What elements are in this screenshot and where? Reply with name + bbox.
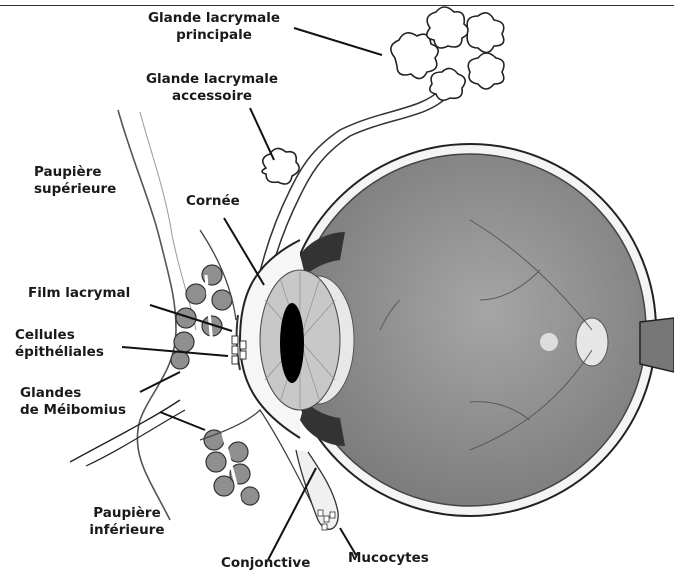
label-epithelial-cells-line1: Cellules — [15, 327, 104, 344]
optic-disc — [576, 318, 608, 366]
label-cornea: Cornée — [186, 193, 240, 210]
label-meibomian-glands-line1: Glandes — [20, 385, 126, 402]
optic-nerve — [640, 318, 674, 372]
label-meibomian-glands-line2: de Méibomius — [20, 402, 126, 419]
lower-meibomian-gland — [204, 430, 259, 505]
label-main-lacrimal-gland: Glande lacrymale principale — [146, 10, 282, 44]
label-lower-eyelid-line1: Paupière — [82, 505, 172, 522]
label-upper-eyelid: Paupière supérieure — [34, 164, 116, 198]
accessory-lacrimal-gland — [262, 148, 299, 184]
label-accessory-lacrimal-gland-line1: Glande lacrymale — [144, 71, 280, 88]
label-lower-eyelid: Paupière inférieure — [82, 505, 172, 539]
macula — [540, 333, 558, 351]
label-epithelial-cells: Cellules épithéliales — [15, 327, 104, 361]
label-main-lacrimal-gland-line1: Glande lacrymale — [146, 10, 282, 27]
eyelid-skin-outline — [118, 110, 176, 520]
label-tear-film: Film lacrymal — [28, 285, 130, 302]
label-conjunctiva: Conjonctive — [221, 555, 310, 572]
label-accessory-lacrimal-gland-line2: accessoire — [144, 88, 280, 105]
label-main-lacrimal-gland-line2: principale — [146, 27, 282, 44]
label-accessory-lacrimal-gland: Glande lacrymale accessoire — [144, 71, 280, 105]
label-upper-eyelid-line2: supérieure — [34, 181, 116, 198]
pupil — [280, 303, 304, 383]
label-lower-eyelid-line2: inférieure — [82, 522, 172, 539]
label-epithelial-cells-line2: épithéliales — [15, 344, 104, 361]
label-meibomian-glands: Glandes de Méibomius — [20, 385, 126, 419]
label-upper-eyelid-line1: Paupière — [34, 164, 116, 181]
main-lacrimal-gland — [391, 7, 504, 100]
label-mucocytes: Mucocytes — [348, 550, 429, 567]
